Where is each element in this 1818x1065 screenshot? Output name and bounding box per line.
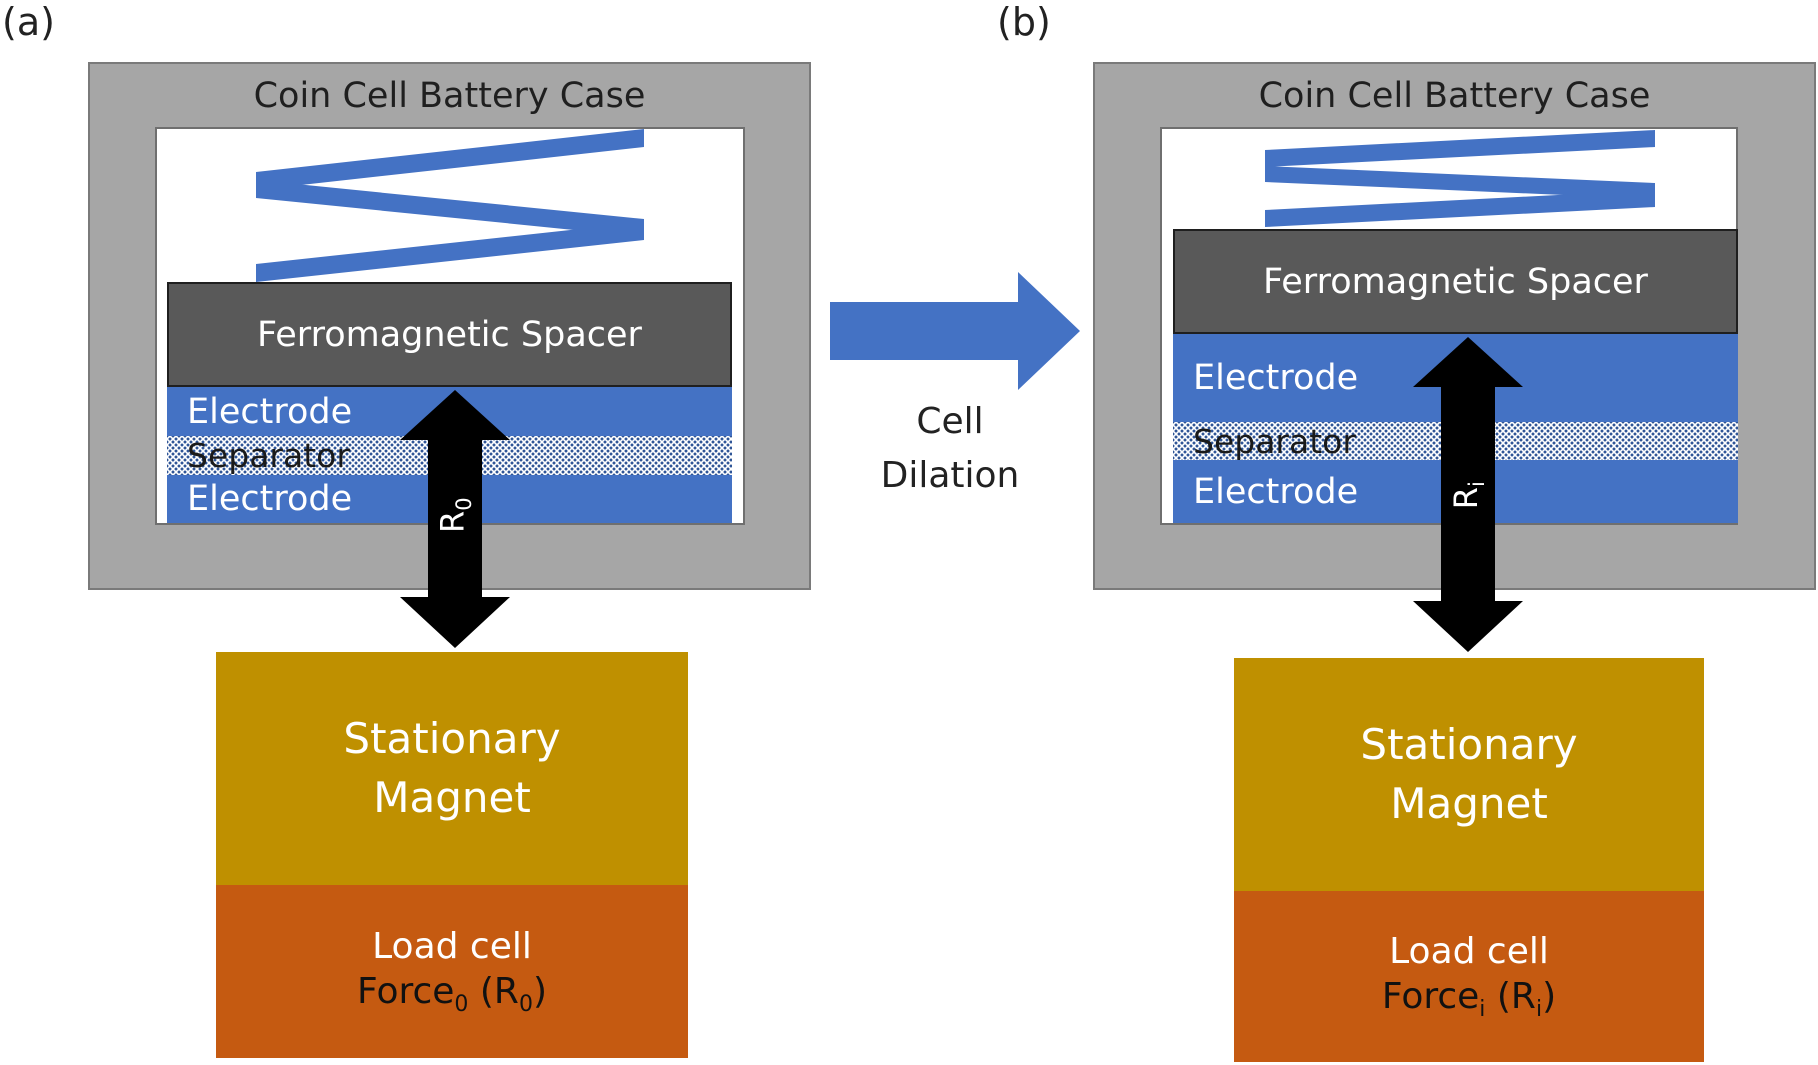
case-title-b: Coin Cell Battery Case [1258,76,1651,116]
dilation-line2: Dilation [880,455,1020,496]
distance-label-b: Ri [1446,480,1490,510]
panel-a-label: (a) [2,0,55,44]
load-cell-a: Load cell Force0 (R0) [216,885,688,1058]
magnet-line1-b: Stationary [1360,719,1578,769]
dilation-line1: Cell [916,401,984,442]
magnet-line2-a: Magnet [373,772,531,822]
magnet-line2-b: Magnet [1390,778,1548,828]
magnet-line1-a: Stationary [343,713,561,763]
force-label-b: Forcei (Ri) [1381,975,1557,1023]
panel-b-label: (b) [997,0,1051,44]
stationary-magnet-b: Stationary Magnet [1234,658,1704,891]
load-cell-b: Load cell Forcei (Ri) [1234,891,1704,1062]
load-cell-title-a: Load cell [372,925,532,967]
load-cell-title-b: Load cell [1389,930,1549,972]
stationary-magnet-a: Stationary Magnet [216,652,688,885]
case-title-a: Coin Cell Battery Case [253,76,646,116]
ferromagnetic-spacer-b: Ferromagnetic Spacer [1173,229,1738,334]
cell-dilation-label: Cell Dilation [840,395,1060,503]
ferromagnetic-spacer-a: Ferromagnetic Spacer [167,282,732,387]
distance-label-b-wrap: Ri [1418,475,1518,515]
force-label-a: Force0 (R0) [357,970,547,1018]
